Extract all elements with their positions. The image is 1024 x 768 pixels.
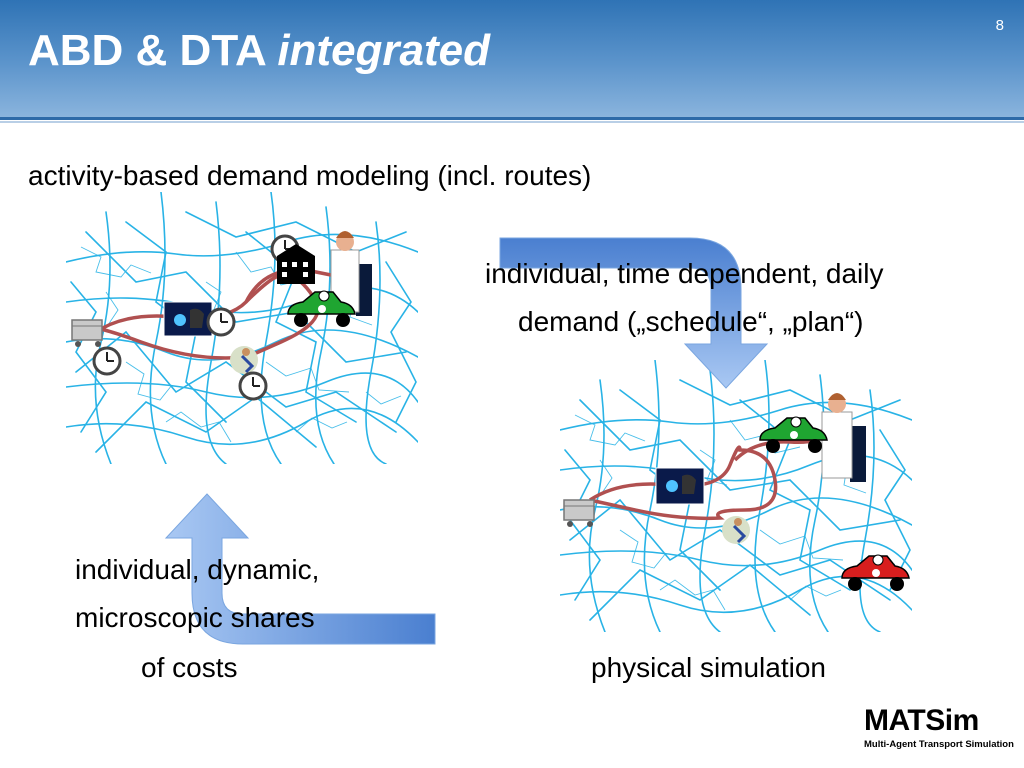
car-icon [841, 554, 910, 591]
arrow-up-icon [164, 493, 436, 645]
car-icon [287, 290, 356, 327]
road-network [66, 192, 418, 464]
logo-subtitle: Multi-Agent Transport Simulation [864, 739, 1014, 750]
leisure-icon [230, 346, 258, 374]
road-network [560, 360, 912, 632]
individual-demand-line1: individual, time dependent, daily [485, 258, 884, 289]
shopping-cart-icon [563, 499, 595, 527]
network-map-simulation [560, 360, 912, 632]
clock-icon [92, 346, 122, 376]
leisure-icon [722, 516, 750, 544]
shopping-cart-icon [71, 319, 103, 347]
logo-name: MATSim [864, 704, 979, 737]
clock-icon [206, 307, 236, 337]
work-icon [655, 467, 705, 505]
network-map-demand [66, 192, 418, 464]
slide-title: ABD & DTA integrated [28, 26, 490, 76]
work-icon [163, 301, 213, 337]
page-number: 8 [995, 17, 1004, 34]
matsim-logo: MATSim Multi-Agent Transport Simulation [864, 704, 1014, 751]
car-icon [759, 416, 828, 453]
shares-line2: microscopic shares [75, 602, 315, 633]
physical-simulation-label: physical simulation [591, 652, 826, 683]
clock-icon [238, 371, 268, 401]
title-plain: ABD & DTA [28, 26, 266, 75]
agent-person-icon [821, 393, 866, 482]
arrow-down-icon [499, 237, 769, 389]
shares-line3: of costs [141, 652, 238, 683]
title-italic: integrated [277, 26, 491, 75]
shares-line1: individual, dynamic, [75, 554, 320, 585]
home-icon [277, 244, 315, 284]
header-divider-light [0, 121, 1024, 123]
header-divider [0, 117, 1024, 120]
slide-header [0, 0, 1024, 117]
activity-based-label: activity-based demand modeling (incl. ro… [28, 160, 592, 191]
individual-demand-line2: demand („schedule“, „plan“) [518, 306, 864, 337]
